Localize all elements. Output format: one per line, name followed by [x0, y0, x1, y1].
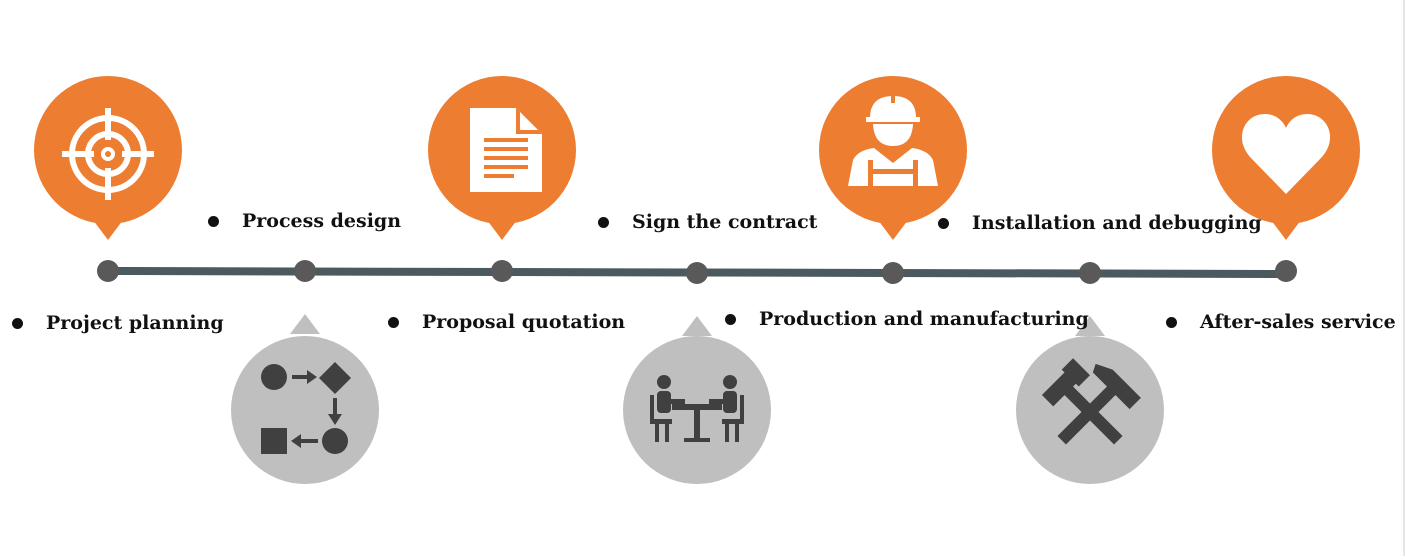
bullet-dot [598, 216, 609, 228]
step-6-label: Installation and debugging [938, 212, 1262, 234]
meeting-icon [650, 375, 744, 442]
worker-icon [848, 93, 938, 186]
step-4-node [686, 262, 708, 284]
step-7-marker [1212, 76, 1360, 240]
bullet-dot [938, 217, 949, 229]
step-1-marker [34, 76, 182, 240]
bullet-dot [208, 215, 219, 227]
step-4-label: Sign the contract [598, 211, 817, 233]
step-4-marker [623, 316, 771, 484]
step-3-text: Proposal quotation [422, 311, 626, 333]
step-3-marker [428, 76, 576, 240]
target-icon [62, 108, 154, 200]
step-2-marker [231, 314, 379, 484]
bullet-dot [388, 316, 399, 328]
step-7-text: After-sales service [1200, 311, 1396, 333]
step-3-node [491, 260, 513, 282]
flowchart-icon [261, 362, 351, 454]
step-5-node [882, 262, 904, 284]
step-1-node [97, 260, 119, 282]
step-1-label: Project planning [12, 312, 224, 334]
bullet-dot [1166, 316, 1177, 328]
step-4-text: Sign the contract [632, 211, 818, 233]
bullet-dot [12, 317, 23, 329]
step-6-text: Installation and debugging [972, 212, 1262, 234]
step-1-text: Project planning [46, 312, 224, 334]
step-5-label: Production and manufacturing [725, 308, 1089, 330]
step-2-node [294, 260, 316, 282]
step-5-marker [819, 76, 967, 240]
step-2-label: Process design [208, 210, 401, 232]
bullet-dot [725, 313, 736, 325]
step-3-label: Proposal quotation [388, 311, 625, 333]
step-5-text: Production and manufacturing [759, 308, 1089, 330]
step-6-node [1079, 262, 1101, 284]
right-edge-divider [1403, 0, 1405, 556]
step-7-node [1275, 260, 1297, 282]
step-6-marker [1016, 316, 1164, 484]
tools-icon [1041, 358, 1141, 445]
document-icon [470, 108, 542, 192]
step-2-text: Process design [242, 210, 402, 232]
heart-icon [1241, 114, 1331, 194]
step-7-label: After-sales service [1166, 311, 1396, 333]
